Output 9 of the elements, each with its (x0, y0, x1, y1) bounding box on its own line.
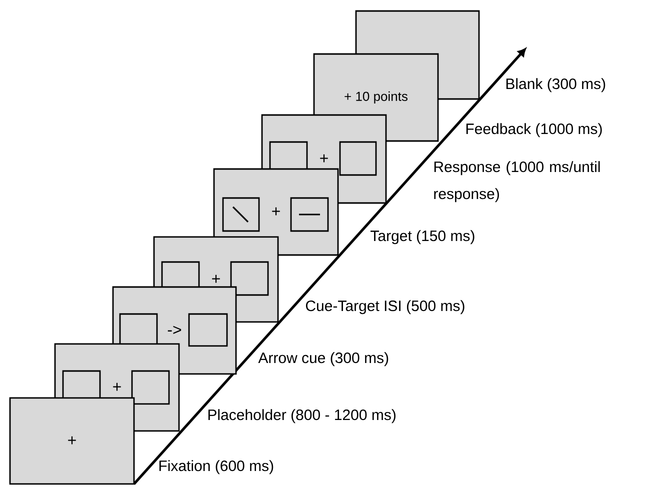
duration-label: Feedback (1000 ms) (466, 123, 602, 138)
duration-label: Fixation (600 ms) (159, 460, 274, 474)
duration-label: Placeholder (800 - 1200 ms) (208, 409, 396, 424)
duration-label: Blank (300 ms) (506, 78, 606, 92)
duration-label: Arrow cue (300 ms) (258, 352, 388, 366)
screen: + (9, 397, 135, 485)
duration-label: Response (1000 ms/until response) (434, 161, 600, 202)
duration-label: Cue-Target ISI (500 ms) (306, 300, 464, 314)
duration-label: Target (150 ms) (370, 230, 474, 244)
